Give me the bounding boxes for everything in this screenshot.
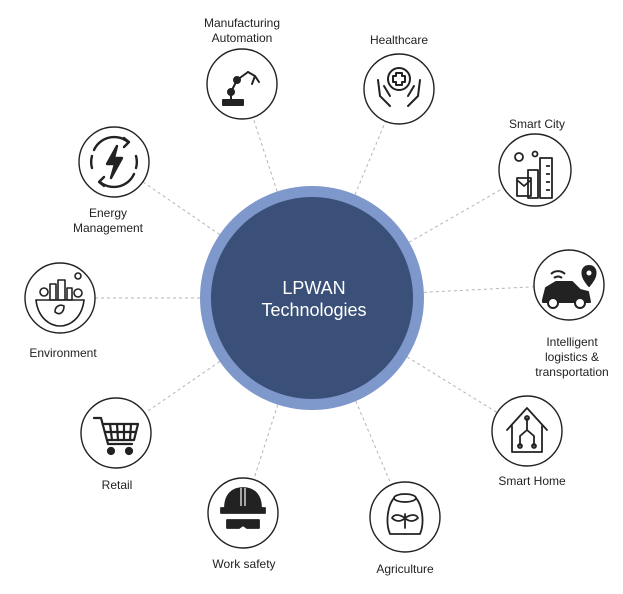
node-environment <box>24 262 96 334</box>
node-healthcare <box>363 53 435 125</box>
label-agriculture: Agriculture <box>365 562 445 577</box>
label-retail: Retail <box>90 478 144 493</box>
label-smart-city-line1: Smart City <box>508 117 565 131</box>
car-location-pin-icon <box>542 265 597 309</box>
label-healthcare-line1: Healthcare <box>369 33 429 47</box>
hub-circle <box>211 197 413 399</box>
label-environment: Environment <box>18 346 108 361</box>
energy-cycle-lightning-icon <box>89 135 139 189</box>
connector-smart-city <box>408 187 505 243</box>
grain-sack-icon <box>386 493 424 535</box>
label-energy-line1: Energy <box>88 206 128 220</box>
label-logistics-line3: transportation <box>535 365 609 379</box>
node-energy <box>78 126 150 198</box>
label-energy: Energy Management <box>66 206 150 236</box>
robot-arm-icon <box>222 71 260 106</box>
connector-smart-home <box>406 356 498 414</box>
node-agriculture <box>369 481 441 553</box>
hub-title-line2: Technologies <box>261 300 367 320</box>
node-logistics <box>533 249 605 321</box>
shopping-cart-icon <box>92 416 140 456</box>
label-work-safety-line1: Work safety <box>212 557 276 571</box>
label-retail-line1: Retail <box>101 478 133 492</box>
label-manufacturing-line2: Automation <box>211 31 273 45</box>
hands-medical-cross-icon <box>377 67 421 107</box>
node-manufacturing <box>206 48 278 120</box>
label-smart-home: Smart Home <box>492 474 572 489</box>
label-energy-line2: Management <box>72 221 144 235</box>
node-smart-home <box>491 395 563 467</box>
label-work-safety: Work safety <box>202 557 286 572</box>
label-environment-line1: Environment <box>29 346 97 360</box>
connector-work-safety <box>253 404 279 480</box>
connector-healthcare <box>354 121 387 195</box>
hub-title-line1: LPWAN <box>282 278 346 298</box>
label-manufacturing-line1: Manufacturing <box>203 16 281 30</box>
label-smart-city: Smart City <box>499 117 575 132</box>
connector-logistics <box>423 286 535 293</box>
node-smart-city <box>498 133 572 207</box>
label-logistics-line2: logistics & <box>544 350 600 364</box>
node-retail <box>80 397 152 469</box>
hub-title: LPWAN Technologies <box>239 277 389 321</box>
connectors <box>95 117 535 485</box>
circuit-house-icon <box>506 407 548 453</box>
label-agriculture-line1: Agriculture <box>376 562 434 576</box>
connector-agriculture <box>355 400 392 485</box>
label-smart-home-line1: Smart Home <box>498 474 566 488</box>
connector-energy <box>142 181 220 236</box>
connector-retail <box>144 361 221 414</box>
label-logistics: Intelligent logistics & transportation <box>527 335 617 380</box>
label-logistics-line1: Intelligent <box>546 335 598 349</box>
eco-city-globe-icon <box>35 272 85 327</box>
hard-hat-goggles-icon <box>220 487 266 529</box>
label-manufacturing: Manufacturing Automation <box>192 16 292 46</box>
node-work-safety <box>207 477 279 549</box>
connector-manufacturing <box>252 117 278 192</box>
label-healthcare: Healthcare <box>364 33 434 48</box>
city-buildings-icon <box>514 150 553 199</box>
